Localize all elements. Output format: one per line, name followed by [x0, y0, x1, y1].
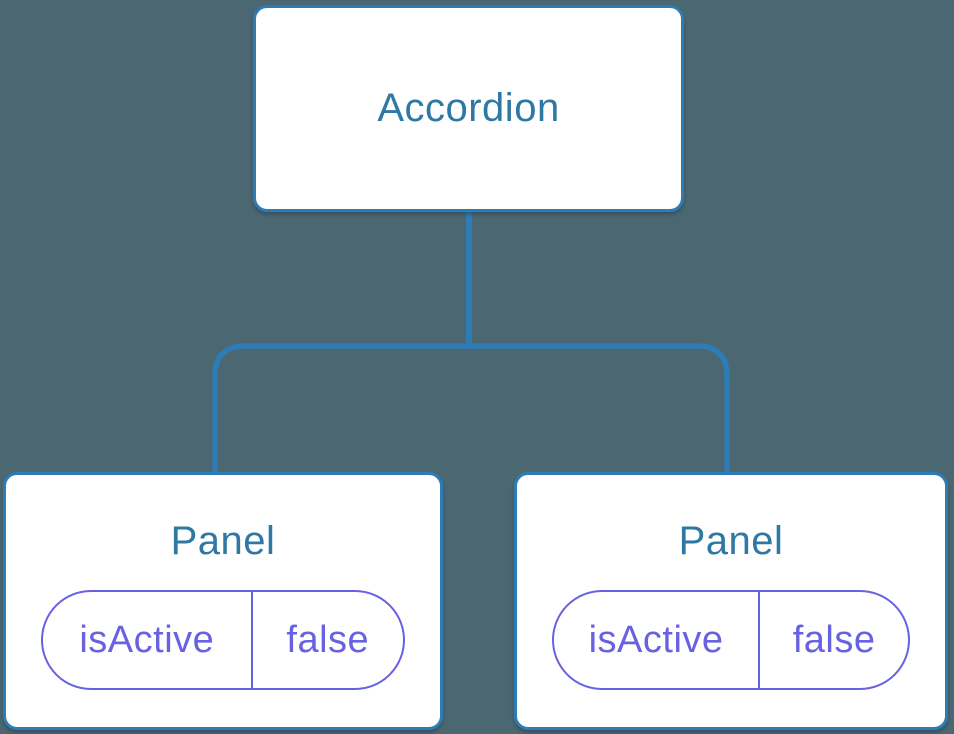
state-pill-left: isActive false: [41, 590, 405, 690]
state-pill-right: isActive false: [552, 590, 910, 690]
node-panel-right: Panel isActive false: [514, 472, 948, 730]
node-panel-left: Panel isActive false: [3, 472, 443, 730]
node-panel-right-label: Panel: [678, 519, 784, 563]
state-key: isActive: [554, 592, 761, 688]
state-value: false: [286, 618, 370, 661]
state-key: isActive: [43, 592, 253, 688]
node-panel-left-label: Panel: [170, 519, 276, 563]
node-accordion-label: Accordion: [377, 86, 560, 130]
node-accordion: Accordion: [253, 5, 684, 212]
state-value: false: [792, 618, 876, 661]
connector-branch: [212, 343, 730, 474]
